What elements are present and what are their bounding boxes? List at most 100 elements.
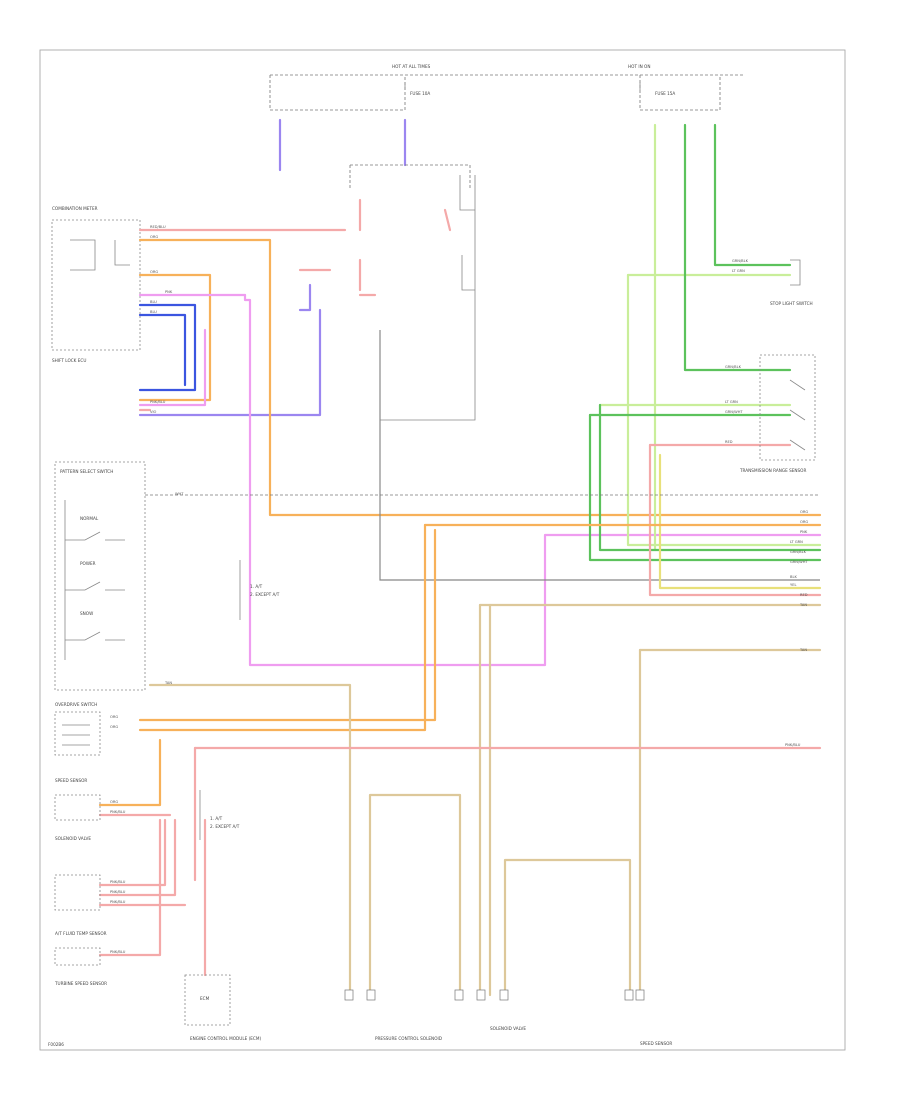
- wire-green-4: [683, 123, 792, 372]
- overdrive-switch-label: OVERDRIVE SWITCH: [55, 702, 97, 707]
- ignition-bracket: [349, 164, 471, 190]
- engine-control-module-label: ENGINE CONTROL MODULE (ECM): [190, 1036, 261, 1041]
- wire-violet-4: [138, 308, 322, 417]
- option-legend-1: 1. A/T 2. EXCEPT A/T: [239, 560, 280, 620]
- wire-gray-ground: [379, 330, 820, 581]
- wl-27: TAN: [164, 681, 172, 685]
- wl-16: ORG: [800, 520, 808, 524]
- transmission-range-sensor: TRANSMISSION RANGE SENSOR: [739, 354, 816, 473]
- wire-pink-ll5: [98, 818, 162, 957]
- pattern-select-label: PATTERN SELECT SWITCH: [60, 469, 113, 474]
- wire-tan-7: [368, 793, 462, 997]
- wire-orange-ll: [98, 738, 162, 807]
- legend1-a: 1. A/T: [250, 584, 263, 589]
- overdrive-switch: OVERDRIVE SWITCH: [54, 702, 101, 756]
- figure-id: F002B6: [48, 1042, 64, 1047]
- pressure-solenoid-label: PRESSURE CONTROL SOLENOID: [375, 1036, 442, 1041]
- transmission-range-label: TRANSMISSION RANGE SENSOR: [739, 468, 806, 473]
- combination-meter-label: COMBINATION METER: [52, 206, 98, 211]
- wl-28: ORG: [110, 715, 118, 719]
- wire-violet-3: [298, 283, 312, 312]
- at-fluid-temp-label: A/T FLUID TEMP SENSOR: [55, 931, 107, 936]
- wl-33: PNK/BLU: [110, 890, 126, 894]
- wl-10: LT GRN: [732, 269, 745, 273]
- wire-red-relay: [443, 208, 452, 232]
- legend2-b: 2. EXCEPT A/T: [210, 824, 240, 829]
- legend2-a: 1. A/T: [210, 816, 223, 821]
- wire-pink-long: [243, 293, 822, 667]
- speed-sensor-b-label: SPEED SENSOR: [640, 1041, 672, 1046]
- turbine-speed-label: TURBINE SPEED SENSOR: [54, 981, 107, 986]
- solenoid-valve-label: SOLENOID VALVE: [55, 836, 91, 841]
- wire-pink-ll2: [98, 818, 167, 887]
- wire-orange-down3: [138, 528, 437, 722]
- solenoid-b-label: SOLENOID VALVE: [490, 1026, 526, 1031]
- option-legend-2: 1. A/T 2. EXCEPT A/T: [199, 790, 240, 840]
- wl-9: GRN/BLK: [732, 259, 749, 263]
- wl-12: LT GRN: [725, 400, 738, 404]
- power-label: POWER: [80, 561, 96, 566]
- wire-green-2: [626, 273, 822, 547]
- hot-in-on-label: HOT IN ON: [628, 64, 650, 69]
- wl-2: ORG: [150, 235, 158, 239]
- wire-green-6: [588, 413, 822, 562]
- wl-22: YEL: [790, 583, 796, 587]
- wl-19: GRN/BLK: [790, 550, 807, 554]
- wl-18: LT GRN: [790, 540, 803, 544]
- wl-13: GRN/WHT: [725, 410, 743, 414]
- ecm-bottom: ECM ENGINE CONTROL MODULE (ECM): [184, 974, 261, 1041]
- wl-34: PNK/BLU: [110, 900, 126, 904]
- wl-17: PNK: [800, 530, 808, 534]
- speed-sensor-label: SPEED SENSOR: [55, 778, 87, 783]
- wl-29: ORG: [110, 725, 118, 729]
- wl-15: ORG: [800, 510, 808, 514]
- wire-orange-meter2: [138, 273, 212, 402]
- wl-32: PNK/BLU: [110, 880, 126, 884]
- wire-tan-6: [148, 683, 352, 997]
- ecm-label: ECM: [200, 996, 210, 1001]
- wire-gray-ground2: [380, 175, 476, 421]
- wire-green-9: [598, 403, 822, 552]
- wl-20: GRN/WHT: [790, 560, 808, 564]
- combination-meter: COMBINATION METER SHIFT LOCK ECU: [51, 206, 141, 363]
- wl-21: BLK: [790, 575, 797, 579]
- wl-6: BLU: [150, 310, 157, 314]
- wl-31: PNK/BLU: [110, 810, 126, 814]
- power-feed-top: HOT AT ALL TIMES HOT IN ON FUSE 10A FUSE…: [269, 64, 745, 111]
- stop-light-switch: STOP LIGHT SWITCH: [770, 259, 813, 306]
- wl-8: VIO: [150, 410, 157, 414]
- wl-23: RED: [800, 593, 808, 597]
- wl-24: TAN: [799, 603, 807, 607]
- wl-35: PNK/BLU: [110, 950, 126, 954]
- snow-label: SNOW: [80, 611, 93, 616]
- wl-36: WHT: [175, 492, 184, 496]
- wl-26: PNK/BLU: [785, 743, 801, 747]
- fuse-10a-label: FUSE 10A: [410, 91, 430, 96]
- wire-pink-meter2: [138, 328, 207, 407]
- diagram-frame: [39, 49, 846, 1051]
- fuse-15a-label: FUSE 15A: [655, 91, 675, 96]
- legend1-b: 2. EXCEPT A/T: [250, 592, 280, 597]
- wire-tan-8: [503, 858, 632, 997]
- wl-4: PNK: [165, 290, 173, 294]
- wl-5: BLU: [150, 300, 157, 304]
- lower-left-connectors: SPEED SENSOR SOLENOID VALVE A/T FLUID TE…: [54, 778, 107, 986]
- pattern-select-switch: PATTERN SELECT SWITCH NORMAL POWER SNOW: [54, 461, 146, 691]
- wl-11: GRN/BLK: [725, 365, 742, 369]
- wire-orange-down2: [138, 523, 427, 732]
- wl-1: RED/BLU: [150, 225, 166, 229]
- hot-at-all-times-label: HOT AT ALL TIMES: [392, 64, 431, 69]
- bottom-connectors: PRESSURE CONTROL SOLENOID SOLENOID VALVE…: [344, 989, 672, 1046]
- wire-yellow-right: [658, 453, 822, 590]
- wire-blue-meter2: [138, 313, 187, 387]
- wl-7: PNK/BLU: [150, 400, 166, 404]
- wl-14: RED: [725, 440, 733, 444]
- wire-pink-ll3: [98, 818, 177, 897]
- stop-light-label: STOP LIGHT SWITCH: [770, 301, 813, 306]
- wire-blue-meter: [138, 303, 197, 392]
- wire-green-5: [713, 123, 792, 267]
- wl-30: ORG: [110, 800, 118, 804]
- wire-orange-meter: [138, 238, 822, 517]
- combination-meter-label2: SHIFT LOCK ECU: [52, 358, 86, 363]
